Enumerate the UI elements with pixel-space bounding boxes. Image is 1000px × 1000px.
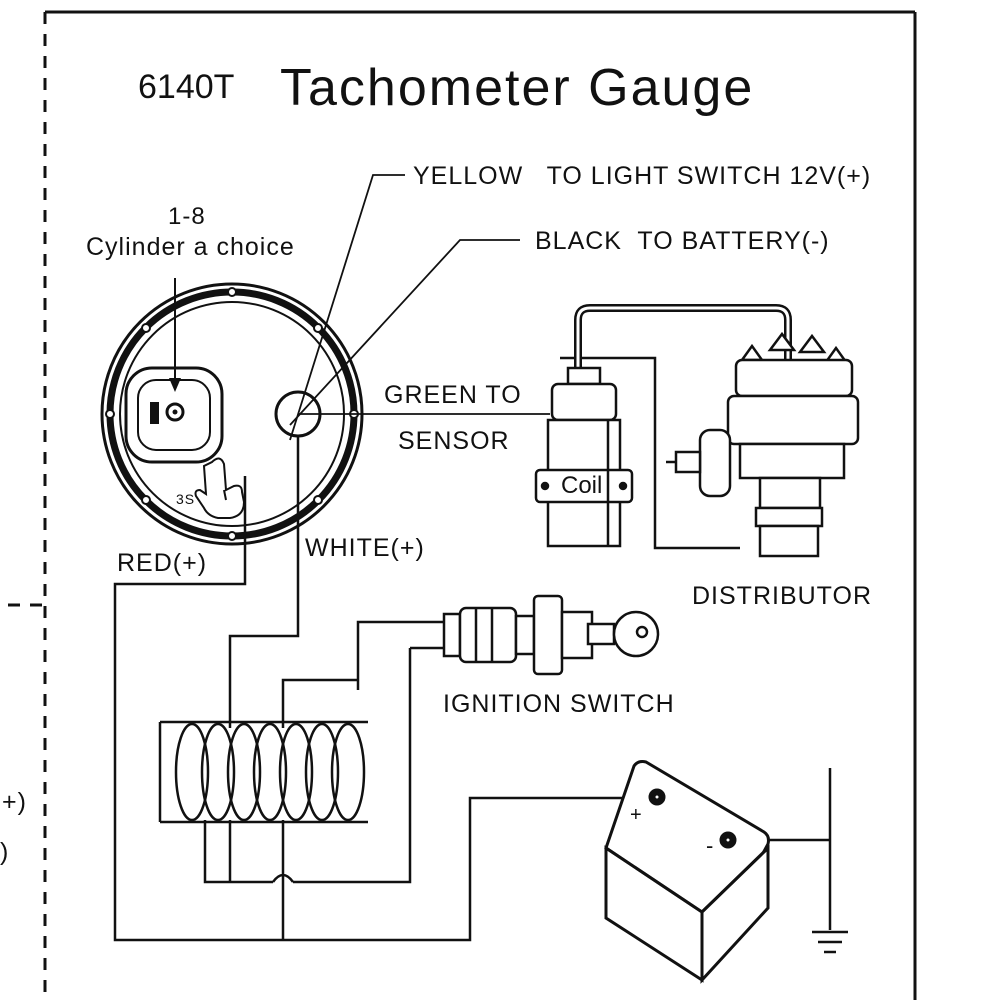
battery [604,760,770,984]
ignition-coil [534,304,792,548]
key-icon [586,610,660,658]
leader-lines [289,174,550,441]
hold-time-label: 3S [176,491,196,507]
frame [8,10,917,1000]
wiring [113,356,832,942]
coil-label: Coil [561,472,603,499]
coil-resistor-block [158,720,368,824]
ignition-switch [442,594,660,676]
pointing-hand-icon [194,457,246,519]
distributor-label: DISTRIBUTOR [692,582,872,610]
edge-fragment-1: +) [2,788,27,816]
yellow-wire-label: YELLOW TO LIGHT SWITCH 12V(+) [413,162,872,190]
red-wire-label: RED(+) [117,549,208,577]
mounting-screws [105,287,359,541]
page-title: Tachometer Gauge [280,59,755,117]
battery-minus-label: - [706,833,715,858]
distributor [666,331,860,558]
green-wire-label-line1: GREEN TO [384,381,522,409]
ground-symbol-icon [812,930,848,954]
black-wire-label: BLACK TO BATTERY(-) [535,227,830,255]
cylinder-choice-label: Cylinder a choice [86,233,295,261]
cylinder-range-label: 1-8 [168,203,206,230]
green-wire-label-line2: SENSOR [398,427,510,455]
white-wire-label: WHITE(+) [305,534,425,562]
model-number: 6140T [138,68,235,106]
cylinder-selector [124,278,224,464]
ignition-switch-label: IGNITION SWITCH [443,690,675,718]
tachometer-gauge [100,278,364,546]
battery-plus-label: + [630,804,643,826]
edge-fragment-2: ) [0,838,10,866]
